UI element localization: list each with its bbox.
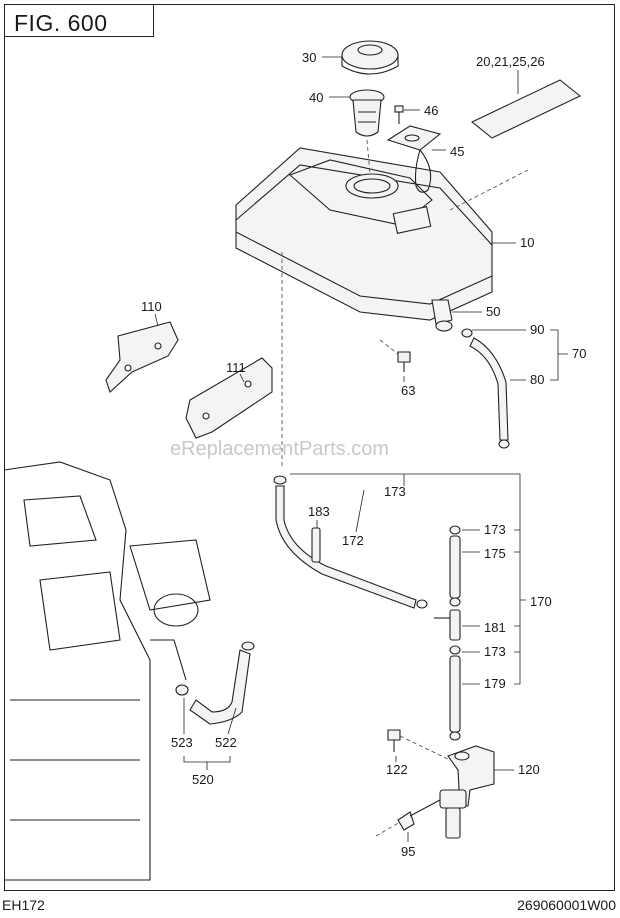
fuel-cap[interactable]	[341, 40, 399, 75]
callout-40: 40	[309, 90, 323, 105]
model-number: EH172	[2, 897, 45, 913]
callout-110: 110	[141, 299, 162, 314]
drawing-frame	[4, 4, 615, 891]
fuel-hose-522[interactable]	[175, 641, 255, 725]
figure-title-box: FIG. 600	[4, 4, 154, 37]
callout-20-21-25-26: 20,21,25,26	[476, 54, 545, 69]
callout-523: 523	[171, 735, 193, 750]
document-number: 269060001W00	[517, 897, 616, 913]
watermark: eReplacementParts.com	[170, 438, 389, 460]
fuel-tube-lower[interactable]	[449, 645, 461, 741]
callout-90: 90	[530, 322, 544, 337]
callout-111: 111	[226, 360, 246, 375]
callout-172: 172	[342, 533, 364, 548]
bolt[interactable]	[397, 351, 411, 372]
screw[interactable]	[394, 105, 404, 124]
callout-30: 30	[302, 50, 316, 65]
fuel-pipe[interactable]	[461, 328, 510, 449]
bracket-110[interactable]	[105, 321, 179, 393]
callout-50: 50	[486, 304, 500, 319]
callout-120: 120	[518, 762, 540, 777]
callout-175: 175	[484, 546, 506, 561]
callout-63: 63	[401, 383, 415, 398]
callout-170: 170	[530, 594, 552, 609]
fuel-pipe-172[interactable]	[273, 475, 428, 609]
callout-80: 80	[530, 372, 544, 387]
callout-522: 522	[215, 735, 237, 750]
label-plate[interactable]	[470, 79, 582, 139]
callout-45: 45	[450, 144, 464, 159]
callout-173-mid: 173	[484, 522, 506, 537]
engine-outline	[3, 461, 211, 881]
callout-183: 183	[308, 504, 330, 519]
callout-181: 181	[484, 620, 506, 635]
fuel-outlet[interactable]	[431, 299, 453, 332]
fuel-joint[interactable]	[434, 609, 461, 641]
fuel-tank[interactable]	[235, 147, 493, 321]
callout-10: 10	[520, 235, 534, 250]
figure-title: FIG. 600	[14, 10, 108, 36]
callout-95: 95	[401, 844, 415, 859]
bracket-111[interactable]	[185, 357, 273, 439]
callout-122: 122	[386, 762, 408, 777]
fuel-gauge[interactable]	[386, 125, 442, 193]
fuel-strainer[interactable]	[349, 89, 385, 137]
callout-520: 520	[192, 772, 214, 787]
fuel-cock[interactable]	[397, 789, 467, 839]
callout-179: 179	[484, 676, 506, 691]
callout-173-top: 173	[384, 484, 406, 499]
tube-clamp[interactable]	[311, 527, 321, 563]
callout-70: 70	[572, 346, 586, 361]
callout-173-low: 173	[484, 644, 506, 659]
fuel-tube-upper[interactable]	[449, 525, 461, 607]
bolt-122[interactable]	[387, 729, 401, 752]
callout-46: 46	[424, 103, 438, 118]
